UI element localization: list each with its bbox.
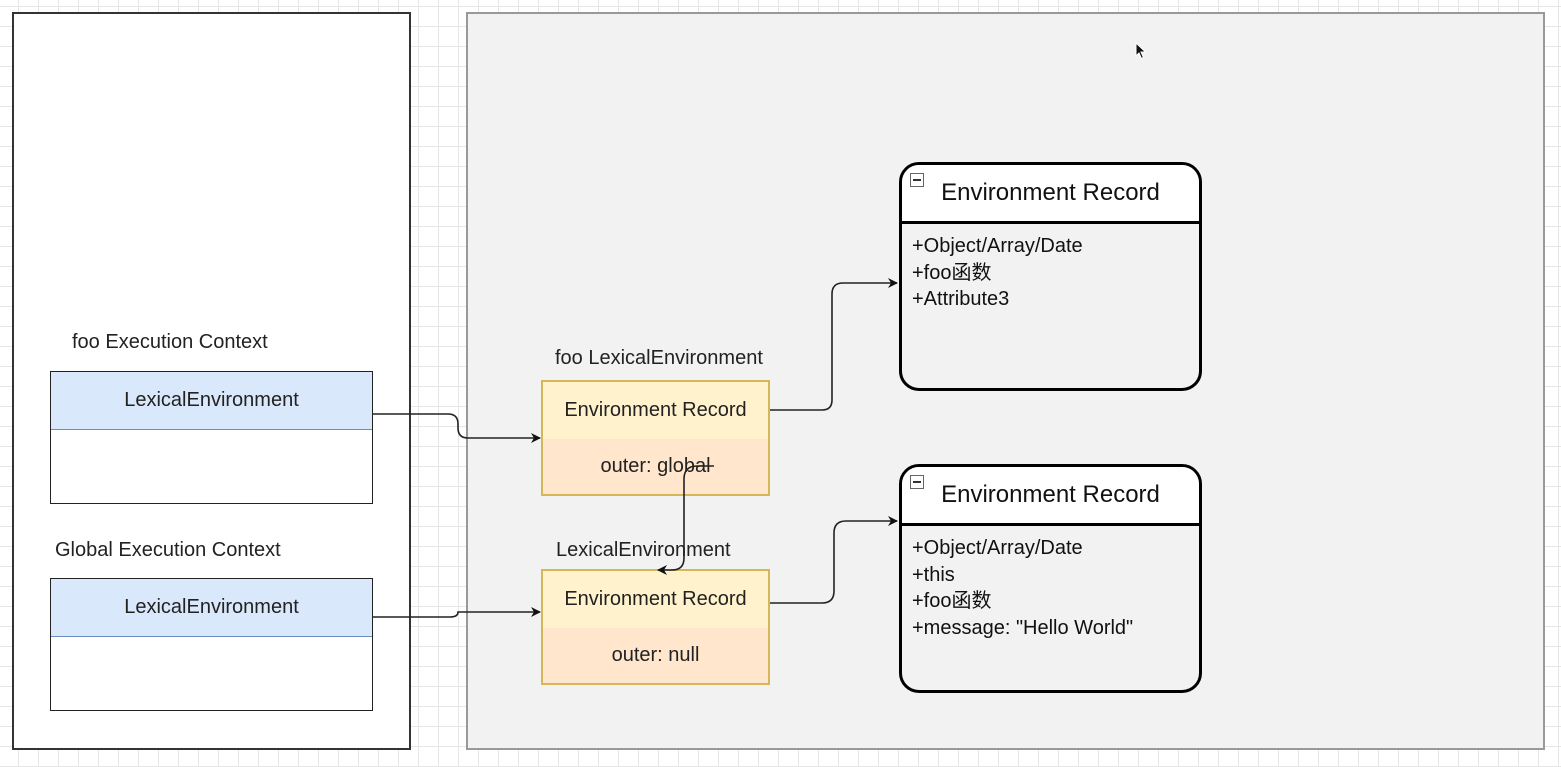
foo-context-lexical-environment[interactable]: LexicalEnvironment xyxy=(51,372,372,430)
edge-foo-outer-to-global-lexical-env[interactable] xyxy=(657,465,714,575)
foo-env-record-cell[interactable]: Environment Record xyxy=(543,382,768,441)
foo-execution-context[interactable]: LexicalEnvironment xyxy=(50,371,373,504)
edge-global-record-cell-to-global-environment-record[interactable] xyxy=(770,516,898,604)
foo-record-title: Environment Record xyxy=(941,179,1160,206)
record-item: +foo函数 xyxy=(912,590,992,612)
foo-record-items: +Object/Array/Date +foo函数 +Attribute3 xyxy=(912,233,1193,313)
record-item: +Attribute3 xyxy=(912,288,1010,310)
collapse-minus-icon[interactable] xyxy=(910,475,924,489)
record-item: +Object/Array/Date xyxy=(912,537,1083,559)
foo-record-header: Environment Record xyxy=(902,165,1199,224)
foo-outer-cell[interactable]: outer: global xyxy=(543,439,768,494)
edge-foo-record-cell-to-foo-environment-record[interactable] xyxy=(770,278,898,411)
global-context-lexical-environment[interactable]: LexicalEnvironment xyxy=(51,579,372,637)
foo-execution-context-title: foo Execution Context xyxy=(72,331,268,353)
edge-global-context-to-global-lexical-env[interactable] xyxy=(373,607,541,618)
foo-environment-record[interactable]: Environment Record +Object/Array/Date +f… xyxy=(899,162,1202,391)
global-environment-record[interactable]: Environment Record +Object/Array/Date +t… xyxy=(899,464,1202,693)
global-execution-context-title: Global Execution Context xyxy=(55,539,281,561)
mouse-pointer-icon xyxy=(1135,42,1147,60)
global-lexical-environment[interactable]: Environment Record outer: null xyxy=(541,569,770,685)
record-item: +this xyxy=(912,563,955,586)
collapse-minus-icon[interactable] xyxy=(910,173,924,187)
global-record-items: +Object/Array/Date +this +foo函数 +message… xyxy=(912,535,1193,641)
edge-foo-context-to-foo-lexical-env[interactable] xyxy=(373,413,541,443)
record-item: +message: "Hello World" xyxy=(912,616,1134,639)
global-execution-context[interactable]: LexicalEnvironment xyxy=(50,578,373,711)
record-item: +Object/Array/Date xyxy=(912,235,1083,257)
global-record-title: Environment Record xyxy=(941,481,1160,508)
foo-lexical-environment[interactable]: Environment Record outer: global xyxy=(541,380,770,496)
global-outer-cell[interactable]: outer: null xyxy=(543,628,768,683)
global-record-header: Environment Record xyxy=(902,467,1199,526)
record-item: +foo函数 xyxy=(912,261,992,284)
foo-lexical-environment-title: foo LexicalEnvironment xyxy=(555,347,763,369)
global-lexical-environment-title: LexicalEnvironment xyxy=(556,539,731,561)
